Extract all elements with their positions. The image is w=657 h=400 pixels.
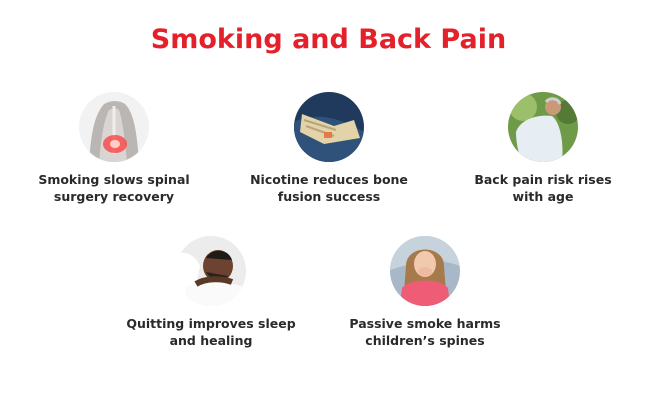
back-pain-spine-image: [79, 92, 149, 162]
child-covering-mouth-image: [390, 236, 460, 306]
fact-label: Nicotine reduces bone fusion success: [250, 172, 408, 204]
man-sleeping-image: [176, 236, 246, 306]
fact-label: Smoking slows spinal surgery recovery: [38, 172, 190, 204]
page-title: Smoking and Back Pain: [150, 24, 507, 55]
fact-label: Back pain risk rises with age: [474, 172, 612, 204]
fact-item-age-risk: Back pain risk rises with age: [443, 92, 643, 205]
elderly-man-back-pain-image: [508, 92, 578, 162]
fact-label: Quitting improves sleep and healing: [126, 316, 296, 348]
foot-bone-xray-image: [294, 92, 364, 162]
fact-item-spinal-surgery: Smoking slows spinal surgery recovery: [14, 92, 214, 205]
fact-item-sleep-healing: Quitting improves sleep and healing: [111, 236, 311, 349]
fact-item-bone-fusion: Nicotine reduces bone fusion success: [229, 92, 429, 205]
fact-label: Passive smoke harms children’s spines: [349, 316, 501, 348]
fact-item-passive-smoke: Passive smoke harms children’s spines: [325, 236, 525, 349]
